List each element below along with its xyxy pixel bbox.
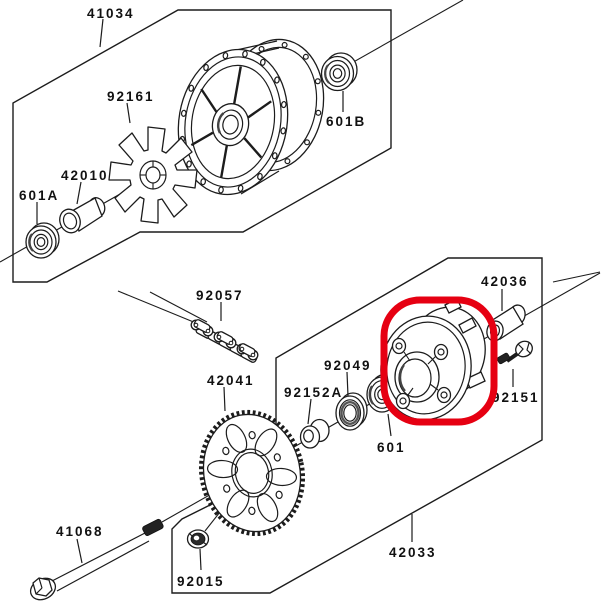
part-label-bushing-92152a: 92152A <box>284 385 343 400</box>
chain-top-plates <box>193 319 256 357</box>
part-label-damper: 92161 <box>107 89 155 104</box>
chain-run-line-1 <box>117 290 197 324</box>
bearing-601a-part <box>25 222 60 259</box>
part-label-coupling-42033: 42033 <box>389 545 437 560</box>
upper-group-border <box>12 9 392 283</box>
part-label-bearing-601b: 601B <box>326 114 366 129</box>
sprocket-lightening-holes <box>206 423 298 523</box>
part-labels: 41034 92161 42010 601A 601B 92057 42041 … <box>19 6 540 589</box>
leader-lines <box>36 18 514 571</box>
sprocket-part <box>198 409 306 537</box>
part-label-nut-92015: 92015 <box>177 574 225 589</box>
seal-92049-part <box>335 392 368 431</box>
sprocket-bolt-holes <box>222 430 283 516</box>
part-label-bearing-601a: 601A <box>19 188 59 203</box>
damper-part <box>108 126 198 224</box>
chain-pins <box>193 322 256 358</box>
wheel-spokes <box>190 66 272 178</box>
part-label-bolt-92151: 92151 <box>492 390 540 405</box>
axis-fork-line <box>552 271 601 283</box>
chain-run-line-2 <box>149 291 208 323</box>
part-label-sprocket: 42041 <box>207 373 255 388</box>
lower-group-border <box>171 257 543 594</box>
part-label-seal-92049: 92049 <box>324 358 372 373</box>
chain-part <box>190 319 259 363</box>
part-label-hub: 41034 <box>87 6 135 21</box>
bolt-92151-part <box>496 340 533 365</box>
part-label-chain: 92057 <box>196 288 244 303</box>
nut-part <box>186 529 210 549</box>
part-label-bearing-601: 601 <box>377 440 406 455</box>
part-label-collar-42010: 42010 <box>61 168 109 183</box>
part-label-collar-42036: 42036 <box>481 274 529 289</box>
axle-part <box>29 518 164 601</box>
part-label-axle-41068: 41068 <box>56 524 104 539</box>
coupling-stud-bosses <box>391 337 452 410</box>
collar-42010-part <box>59 197 106 234</box>
bushing-92152a-part <box>299 418 330 449</box>
bearing-601b-part <box>320 52 358 92</box>
highlight-ring <box>380 296 498 426</box>
wheel-hub-front-flange <box>177 48 289 196</box>
coupling-part <box>380 298 486 421</box>
wheel-front-rim-holes <box>179 50 287 194</box>
